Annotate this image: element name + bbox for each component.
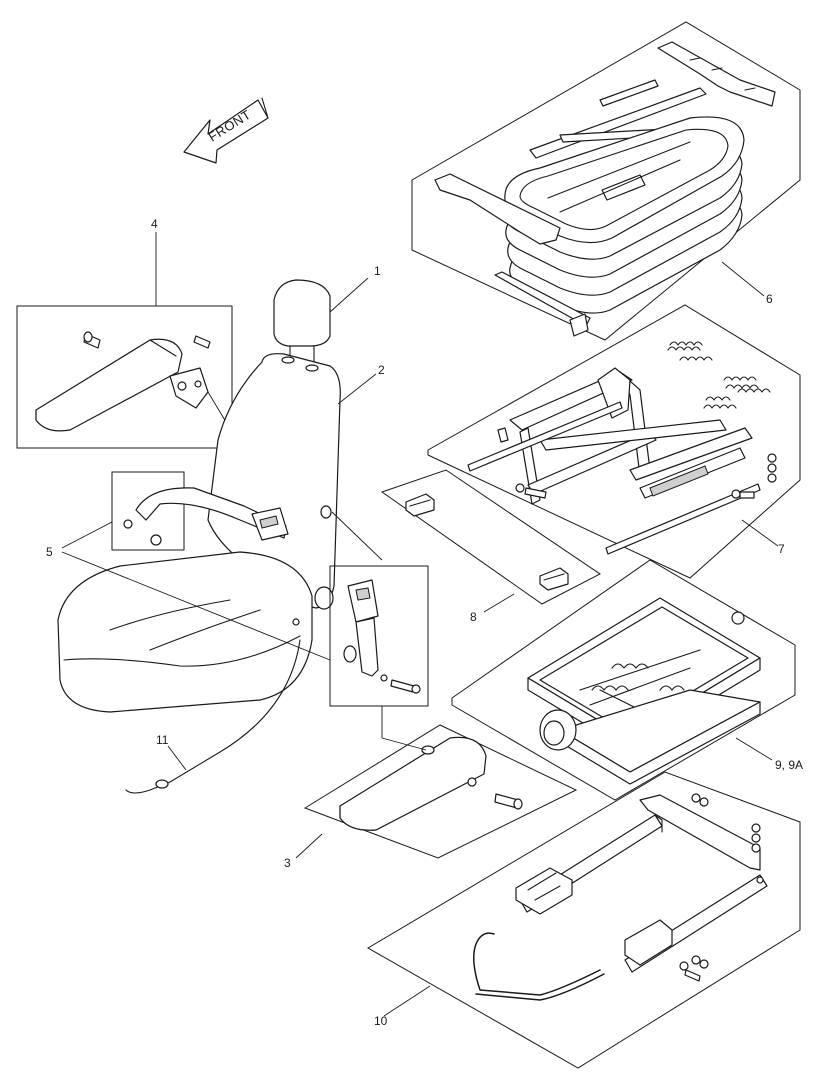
callout-labels: 1 2 3 4 5 6 7 8 9, 9A 10 11 [46,217,803,1028]
seat-cushion [57,551,313,713]
spring-icon [667,341,771,409]
part-group-6-cover [411,21,801,341]
leader-lines [155,232,779,1017]
callout-6: 6 [766,292,773,306]
callout-3: 3 [284,856,291,870]
part-group-10-rails [367,771,801,1069]
callout-1: 1 [374,264,381,278]
part-3-armrest [303,706,578,859]
adjustment-knob-icon [539,709,577,751]
callout-10: 10 [374,1014,388,1028]
callout-7: 7 [778,542,785,556]
part-11-cable [125,639,301,794]
part-group-7-mechanism [427,304,801,579]
callout-11: 11 [156,733,169,747]
front-arrow-icon: FRONT [183,97,269,164]
part-group-9-suspension [451,559,796,801]
callout-2: 2 [378,363,385,377]
callout-9: 9, 9A [775,758,803,772]
callout-4: 4 [151,217,158,231]
part-group-5-seatbelt [61,471,429,707]
part-2-seat-back [207,353,341,610]
callout-8: 8 [470,610,477,624]
part-1-headrest [273,279,331,363]
callout-5: 5 [46,545,53,559]
part-group-4-armrest [16,305,233,449]
part-group-8-bumpers [380,469,601,605]
